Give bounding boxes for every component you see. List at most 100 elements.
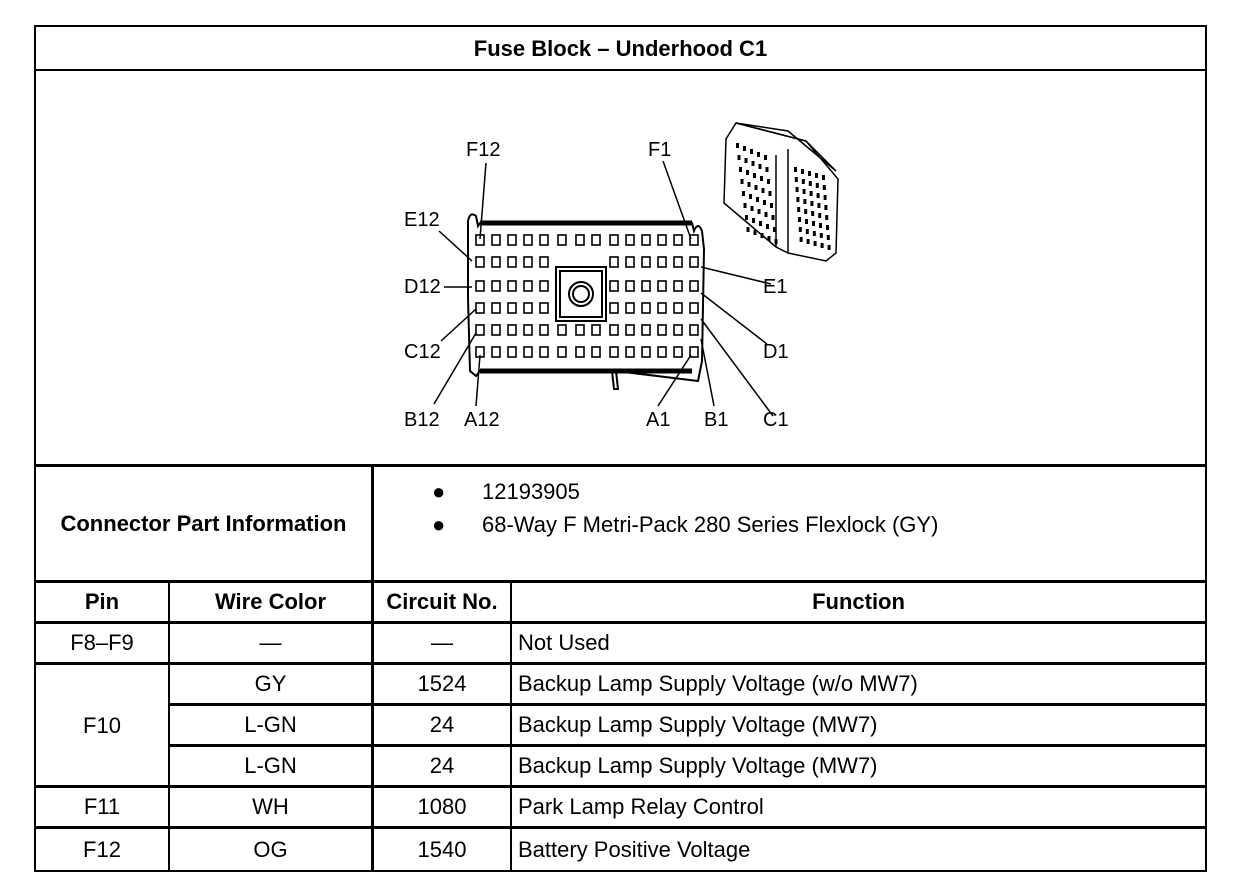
divider: [371, 467, 374, 580]
thumbnail-cavity: [760, 233, 764, 238]
thumbnail-cavity: [766, 224, 769, 229]
cavity: [625, 280, 635, 292]
cavity: [591, 234, 601, 246]
thumbnail-cavity: [797, 207, 801, 212]
cavity: [657, 324, 667, 336]
pin-label-b1: B1: [704, 409, 728, 431]
cavity: [689, 234, 699, 246]
thumbnail-cavity: [774, 239, 778, 244]
thumbnail-cavity: [816, 193, 820, 198]
cavity-grid: [475, 234, 699, 358]
cell-function: Backup Lamp Supply Voltage (MW7): [518, 712, 878, 737]
thumbnail-cavity: [764, 212, 768, 217]
cavity: [475, 256, 485, 268]
pin-label-a12: A12: [464, 409, 500, 431]
cavity: [625, 234, 635, 246]
thumbnail-cavity: [744, 158, 748, 163]
cavity: [609, 256, 619, 268]
cavity: [673, 280, 683, 292]
thumbnail-cavity: [753, 230, 757, 235]
part-number: 12193905: [482, 478, 580, 504]
thumbnail-cavity: [773, 227, 776, 232]
connector-document: Fuse Block – Underhood C1: [34, 25, 1207, 872]
cell-pin: F12: [83, 836, 121, 862]
cavity: [657, 256, 667, 268]
thumbnail-cavity: [752, 218, 755, 223]
pin-label-d12: D12: [404, 276, 441, 298]
thumbnail-cavity: [795, 187, 799, 192]
pin-label-b12: B12: [404, 409, 440, 431]
connector-latch: [555, 266, 607, 322]
divider: [36, 69, 1205, 71]
cavity: [673, 346, 683, 358]
cavity: [523, 280, 533, 292]
thumbnail-cavity: [805, 229, 809, 234]
cell-function: Battery Positive Voltage: [518, 836, 751, 862]
thumbnail-cavity: [812, 231, 816, 236]
thumbnail-cavity: [751, 161, 755, 166]
cell-circuit: —: [431, 630, 453, 655]
cell-function: Not Used: [518, 630, 610, 655]
thumbnail-cavity: [820, 243, 824, 248]
cavity: [609, 234, 619, 246]
thumbnail-cavity: [745, 215, 748, 220]
cavity: [507, 256, 517, 268]
thumbnail-cavity: [810, 201, 814, 206]
thumbnail-cavity: [761, 188, 765, 193]
cell-circuit: 24: [429, 712, 455, 737]
pin-label-e1: E1: [763, 276, 787, 298]
cavity: [507, 234, 517, 246]
thumbnail-cavity: [764, 155, 767, 160]
cavity: [609, 302, 619, 314]
thumbnail-cavity: [767, 236, 771, 241]
cavity: [657, 280, 667, 292]
part-info-label: Connector Part Information: [60, 510, 347, 536]
connector-thumbnail: [723, 122, 839, 262]
cell-pin: F11: [83, 794, 121, 819]
thumbnail-cavity: [737, 155, 741, 160]
cell-circuit: 1540: [417, 836, 467, 862]
cavity: [641, 346, 651, 358]
thumbnail-cavity: [822, 185, 826, 190]
cavity: [641, 280, 651, 292]
thumbnail-cavity: [818, 213, 822, 218]
cavity: [523, 324, 533, 336]
cavity: [641, 324, 651, 336]
thumbnail-cavity: [746, 227, 750, 232]
thumbnail-cavity: [756, 197, 759, 202]
header-function: Function: [812, 589, 905, 614]
thumbnail-cavity: [743, 203, 747, 208]
thumbnail-cavity: [804, 209, 808, 214]
thumbnail-cavity: [750, 149, 753, 154]
pin-labels: F12 F1 E12 E1 D12 D1 C12 C1 B12 A12 A1 B…: [404, 139, 789, 431]
cavity: [557, 234, 567, 246]
thumbnail-cavity: [801, 169, 804, 174]
thumbnail-cavity: [798, 217, 801, 222]
header-pin: Pin: [84, 589, 120, 614]
thumbnail-cavity: [757, 209, 761, 214]
divider: [168, 744, 1205, 747]
cavity: [475, 302, 485, 314]
header-wire-color: Wire Color: [214, 589, 327, 614]
connector-diagram: F12 F1 E12 E1 D12 D1 C12 C1 B12 A12 A1 B…: [36, 71, 1205, 464]
cell-circuit: 1524: [417, 671, 467, 696]
cavity: [689, 324, 699, 336]
thumbnail-cavity: [806, 239, 810, 244]
cavity: [625, 346, 635, 358]
thumbnail-cavity: [770, 203, 773, 208]
header-circuit: Circuit No.: [386, 589, 498, 614]
cavity: [609, 280, 619, 292]
thumbnail-cavity: [760, 176, 763, 181]
cavity: [507, 346, 517, 358]
thumbnail-cavity: [823, 195, 827, 200]
cavity: [507, 302, 517, 314]
thumbnail-cavity: [815, 183, 819, 188]
connector-face: [467, 213, 706, 390]
cell-wire-color: WH: [252, 794, 289, 819]
thumbnail-cavity: [739, 167, 742, 172]
thumbnail-cavity: [803, 199, 807, 204]
thumbnail-cavity: [808, 171, 811, 176]
thumbnail-cavity: [746, 170, 749, 175]
cavity: [491, 302, 501, 314]
bullet-icon: ●: [432, 478, 446, 504]
